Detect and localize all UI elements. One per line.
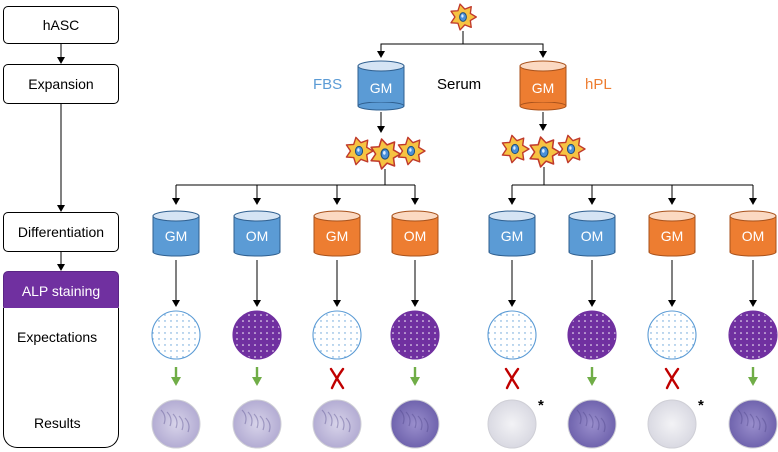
hpl-col-3-asterisk: * xyxy=(698,397,704,414)
fbs-col-2-dish: OM xyxy=(233,210,281,257)
hpl-dish: GM xyxy=(519,60,567,111)
hpl-col-1-expected-negative xyxy=(487,310,537,360)
cell-icon xyxy=(557,134,586,164)
fbs-col-1-expected-negative xyxy=(151,310,201,360)
fbs-col-3-dish-label: GM xyxy=(326,228,349,244)
fbs-col-3-expected-negative xyxy=(312,310,362,360)
hpl-col-1-asterisk: * xyxy=(538,397,544,414)
fbs-col-3-result-well xyxy=(312,399,362,449)
fbs-col-4-result-well xyxy=(390,399,440,449)
fbs-col-1-result-well xyxy=(151,399,201,449)
hpl-col-1-dish-label: GM xyxy=(501,228,524,244)
cell-icon xyxy=(345,136,374,166)
step-outcome-box xyxy=(3,308,119,448)
hpl-col-2-dish: OM xyxy=(568,210,616,257)
split-connector xyxy=(377,31,464,58)
hpl-col-4-expected-positive xyxy=(728,310,778,360)
fbs-col-2-expected-positive xyxy=(232,310,282,360)
top-cell xyxy=(450,3,477,31)
step-alp-staining-label: ALP staining xyxy=(21,283,101,299)
fbs-col-4-dish-label: OM xyxy=(404,228,427,244)
hpl-col-2-expected-positive xyxy=(567,310,617,360)
step-results-label: Results xyxy=(34,415,81,431)
fbs-col-2-result-well xyxy=(232,399,282,449)
hpl-col-2-dish-label: OM xyxy=(581,228,604,244)
fbs-expanded-cells xyxy=(345,136,426,170)
hpl-col-3-expected-negative xyxy=(647,310,697,360)
fbs-col-3-dish: GM xyxy=(313,210,361,257)
step-hasc: hASC xyxy=(3,6,119,44)
step-differentiation-label: Differentiation xyxy=(17,224,105,240)
hpl-col-3-dish: GM xyxy=(648,210,696,257)
cell-icon xyxy=(529,136,561,168)
step-expectations-label: Expectations xyxy=(17,329,98,345)
hpl-col-3-result-well xyxy=(647,399,697,449)
cell-icon xyxy=(501,134,530,164)
fbs-col-2-dish-label: OM xyxy=(246,228,269,244)
fbs-dish-label: GM xyxy=(370,80,393,96)
hpl-col-3-mismatch-cross xyxy=(664,367,680,390)
hpl-col-2-result-well xyxy=(567,399,617,449)
fbs-col-4-dish: OM xyxy=(391,210,439,257)
hpl-col-4-result-well xyxy=(728,399,778,449)
fbs-dish: GM xyxy=(357,60,405,111)
step-differentiation: Differentiation xyxy=(3,212,119,252)
cell-icon xyxy=(370,138,402,170)
hpl-col-1-mismatch-cross xyxy=(504,367,520,390)
hpl-dish-label: GM xyxy=(532,80,555,96)
fbs-col-3-mismatch-cross xyxy=(329,367,345,390)
branch-connectors xyxy=(172,167,757,205)
fbs-col-4-expected-positive xyxy=(390,310,440,360)
hpl-col-3-dish-label: GM xyxy=(661,228,684,244)
hpl-col-4-dish: OM xyxy=(729,210,777,257)
fbs-branch xyxy=(172,169,419,205)
step-expansion: Expansion xyxy=(3,64,119,104)
hpl-label: hPL xyxy=(585,76,612,93)
step-hasc-label: hASC xyxy=(42,17,80,33)
cell-icon xyxy=(450,3,477,31)
hpl-col-1-result-well xyxy=(487,399,537,449)
fbs-col-1-dish-label: GM xyxy=(165,228,188,244)
cell-icon xyxy=(397,136,426,166)
hpl-col-1-dish: GM xyxy=(488,210,536,257)
step-expansion-label: Expansion xyxy=(28,76,94,92)
split-connector-right xyxy=(463,43,547,58)
fbs-label: FBS xyxy=(313,76,343,93)
hpl-expanded-cells xyxy=(501,134,586,168)
serum-label: Serum xyxy=(437,76,482,93)
condition-columns: GM OM GM OM GM * OM GM * OM xyxy=(151,210,778,449)
hpl-branch xyxy=(508,167,757,205)
fbs-col-1-dish: GM xyxy=(152,210,200,257)
hpl-col-4-dish-label: OM xyxy=(742,228,765,244)
